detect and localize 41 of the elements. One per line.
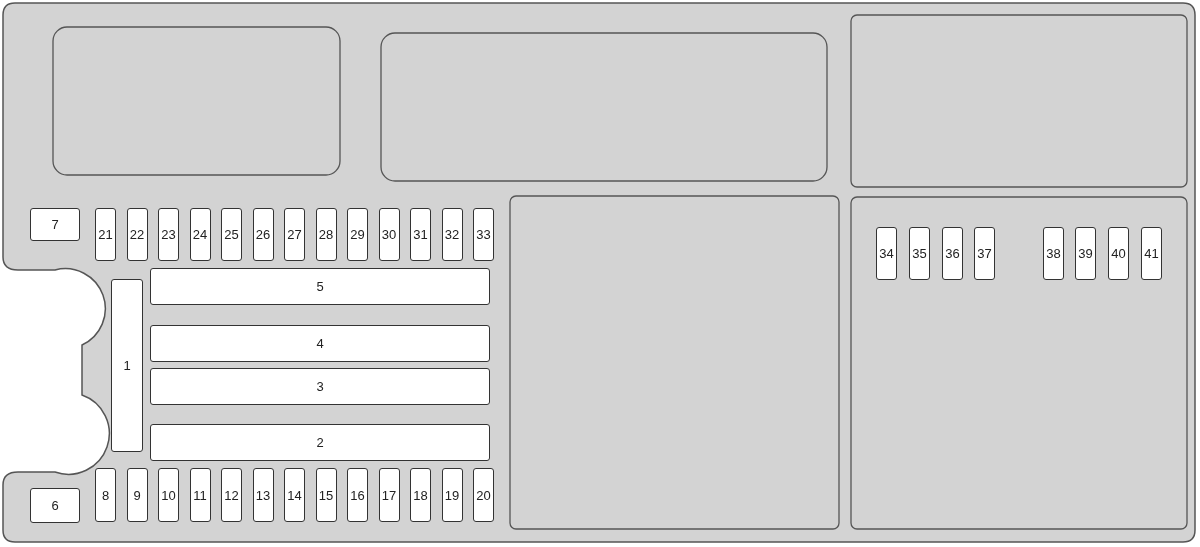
fuse: 22 (126, 208, 148, 261)
fuse: 4 (150, 325, 490, 362)
fuse: 16 (347, 468, 368, 522)
fuse: 5 (150, 268, 490, 305)
fuse: 12 (221, 468, 242, 522)
fuse: 30 (378, 208, 400, 261)
fuse: 32 (441, 208, 463, 261)
fuse: 17 (378, 468, 400, 522)
fuse: 25 (221, 208, 242, 261)
fuse: 35 (909, 227, 930, 280)
fuse: 9 (126, 468, 148, 522)
fuse: 2 (150, 424, 490, 461)
fuse: 24 (189, 208, 211, 261)
fuse: 37 (974, 227, 995, 280)
fuse: 1 (111, 279, 143, 452)
fuse: 34 (876, 227, 897, 280)
fuse: 8 (95, 468, 116, 522)
fuse: 7 (30, 208, 80, 241)
fuse: 18 (410, 468, 431, 522)
fuse: 23 (158, 208, 179, 261)
fuse: 41 (1141, 227, 1162, 280)
fuse: 36 (942, 227, 963, 280)
fuse: 29 (347, 208, 368, 261)
fuse: 13 (252, 468, 274, 522)
fuse: 14 (284, 468, 305, 522)
fuse: 26 (252, 208, 274, 261)
fuse: 15 (315, 468, 337, 522)
fuse: 6 (30, 488, 80, 523)
fuse: 10 (158, 468, 179, 522)
fuse: 11 (189, 468, 211, 522)
fuse: 28 (315, 208, 337, 261)
fuse: 19 (441, 468, 463, 522)
fuse: 33 (473, 208, 494, 261)
fuse: 31 (410, 208, 431, 261)
fuse: 39 (1075, 227, 1096, 280)
fuse: 40 (1108, 227, 1129, 280)
fuse: 3 (150, 368, 490, 405)
fuse: 21 (95, 208, 116, 261)
fuse: 27 (284, 208, 305, 261)
fuse: 38 (1043, 227, 1064, 280)
fuse: 20 (473, 468, 494, 522)
